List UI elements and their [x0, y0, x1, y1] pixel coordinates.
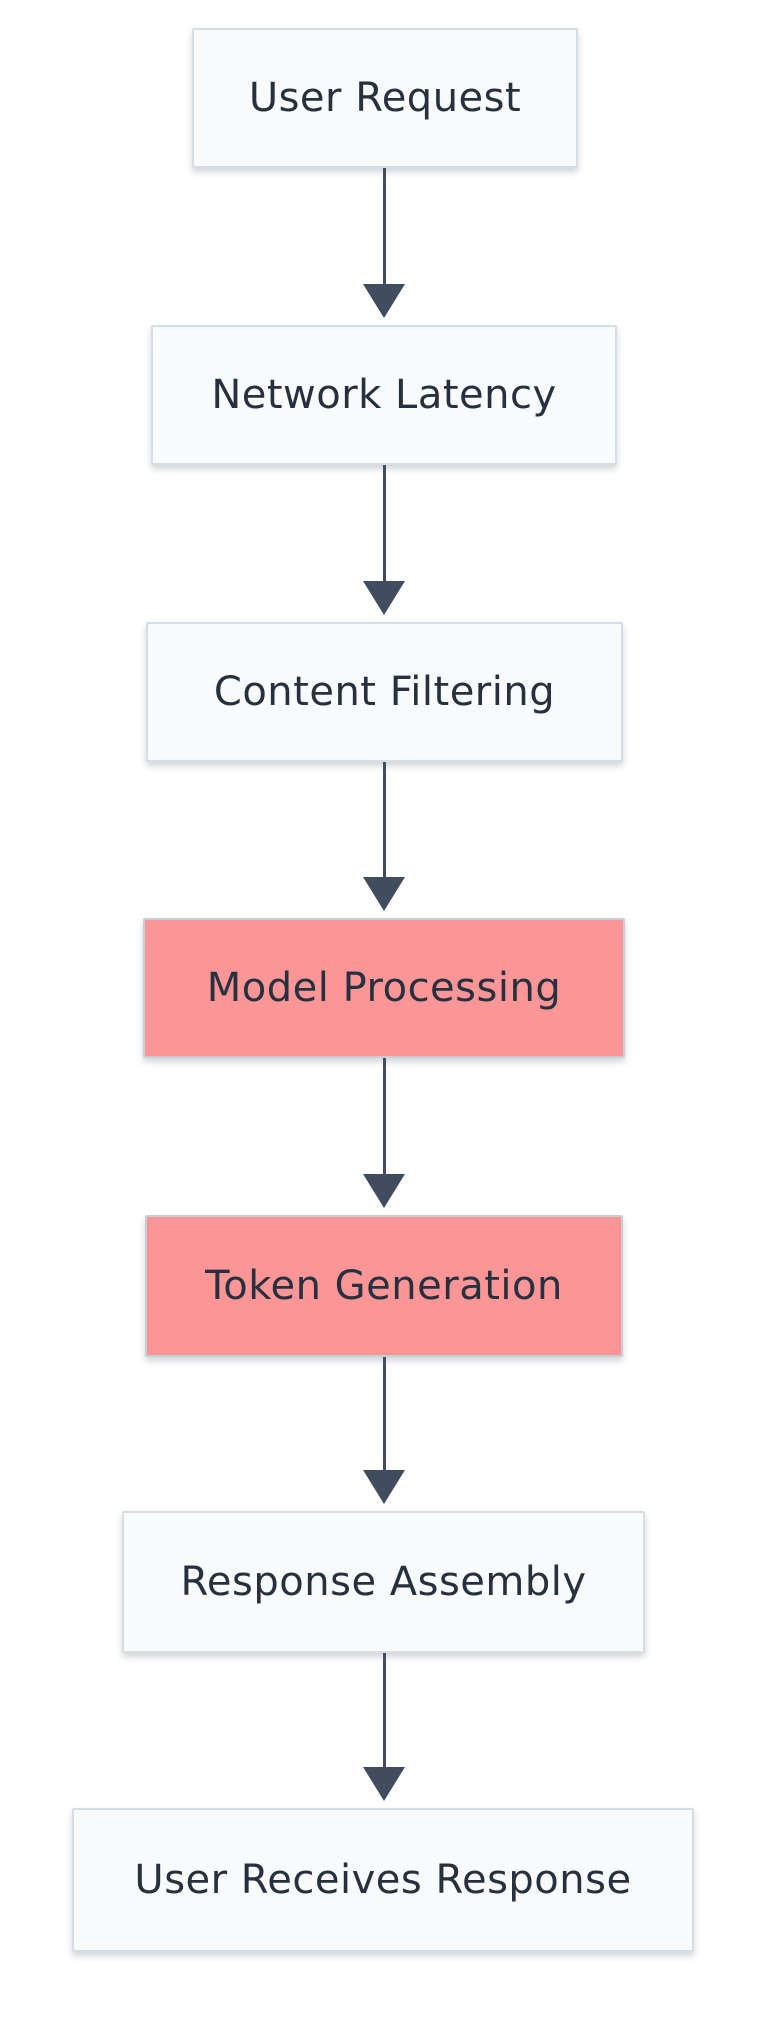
arrow-down-icon	[363, 1058, 405, 1208]
arrowhead-icon	[363, 1767, 405, 1801]
arrowhead-icon	[363, 1174, 405, 1208]
node-network-latency: Network Latency	[151, 325, 617, 465]
arrow-down-icon	[363, 1357, 405, 1504]
arrowhead-icon	[363, 581, 405, 615]
node-user-request: User Request	[192, 28, 578, 168]
arrow-down-icon	[363, 168, 405, 318]
arrow-shaft	[382, 1058, 386, 1178]
node-token-generation: Token Generation	[145, 1215, 623, 1357]
arrow-down-icon	[363, 762, 405, 911]
arrow-down-icon	[363, 1653, 405, 1801]
arrow-shaft	[382, 1653, 386, 1771]
arrow-down-icon	[363, 465, 405, 615]
arrow-shaft	[382, 1357, 386, 1474]
arrow-shaft	[382, 465, 386, 585]
node-user-receives-response: User Receives Response	[72, 1808, 694, 1952]
arrowhead-icon	[363, 1470, 405, 1504]
arrow-shaft	[382, 168, 386, 288]
arrowhead-icon	[363, 284, 405, 318]
node-response-assembly: Response Assembly	[122, 1511, 645, 1653]
node-content-filtering: Content Filtering	[146, 622, 623, 762]
arrowhead-icon	[363, 877, 405, 911]
arrow-shaft	[382, 762, 386, 881]
node-model-processing: Model Processing	[143, 918, 625, 1058]
